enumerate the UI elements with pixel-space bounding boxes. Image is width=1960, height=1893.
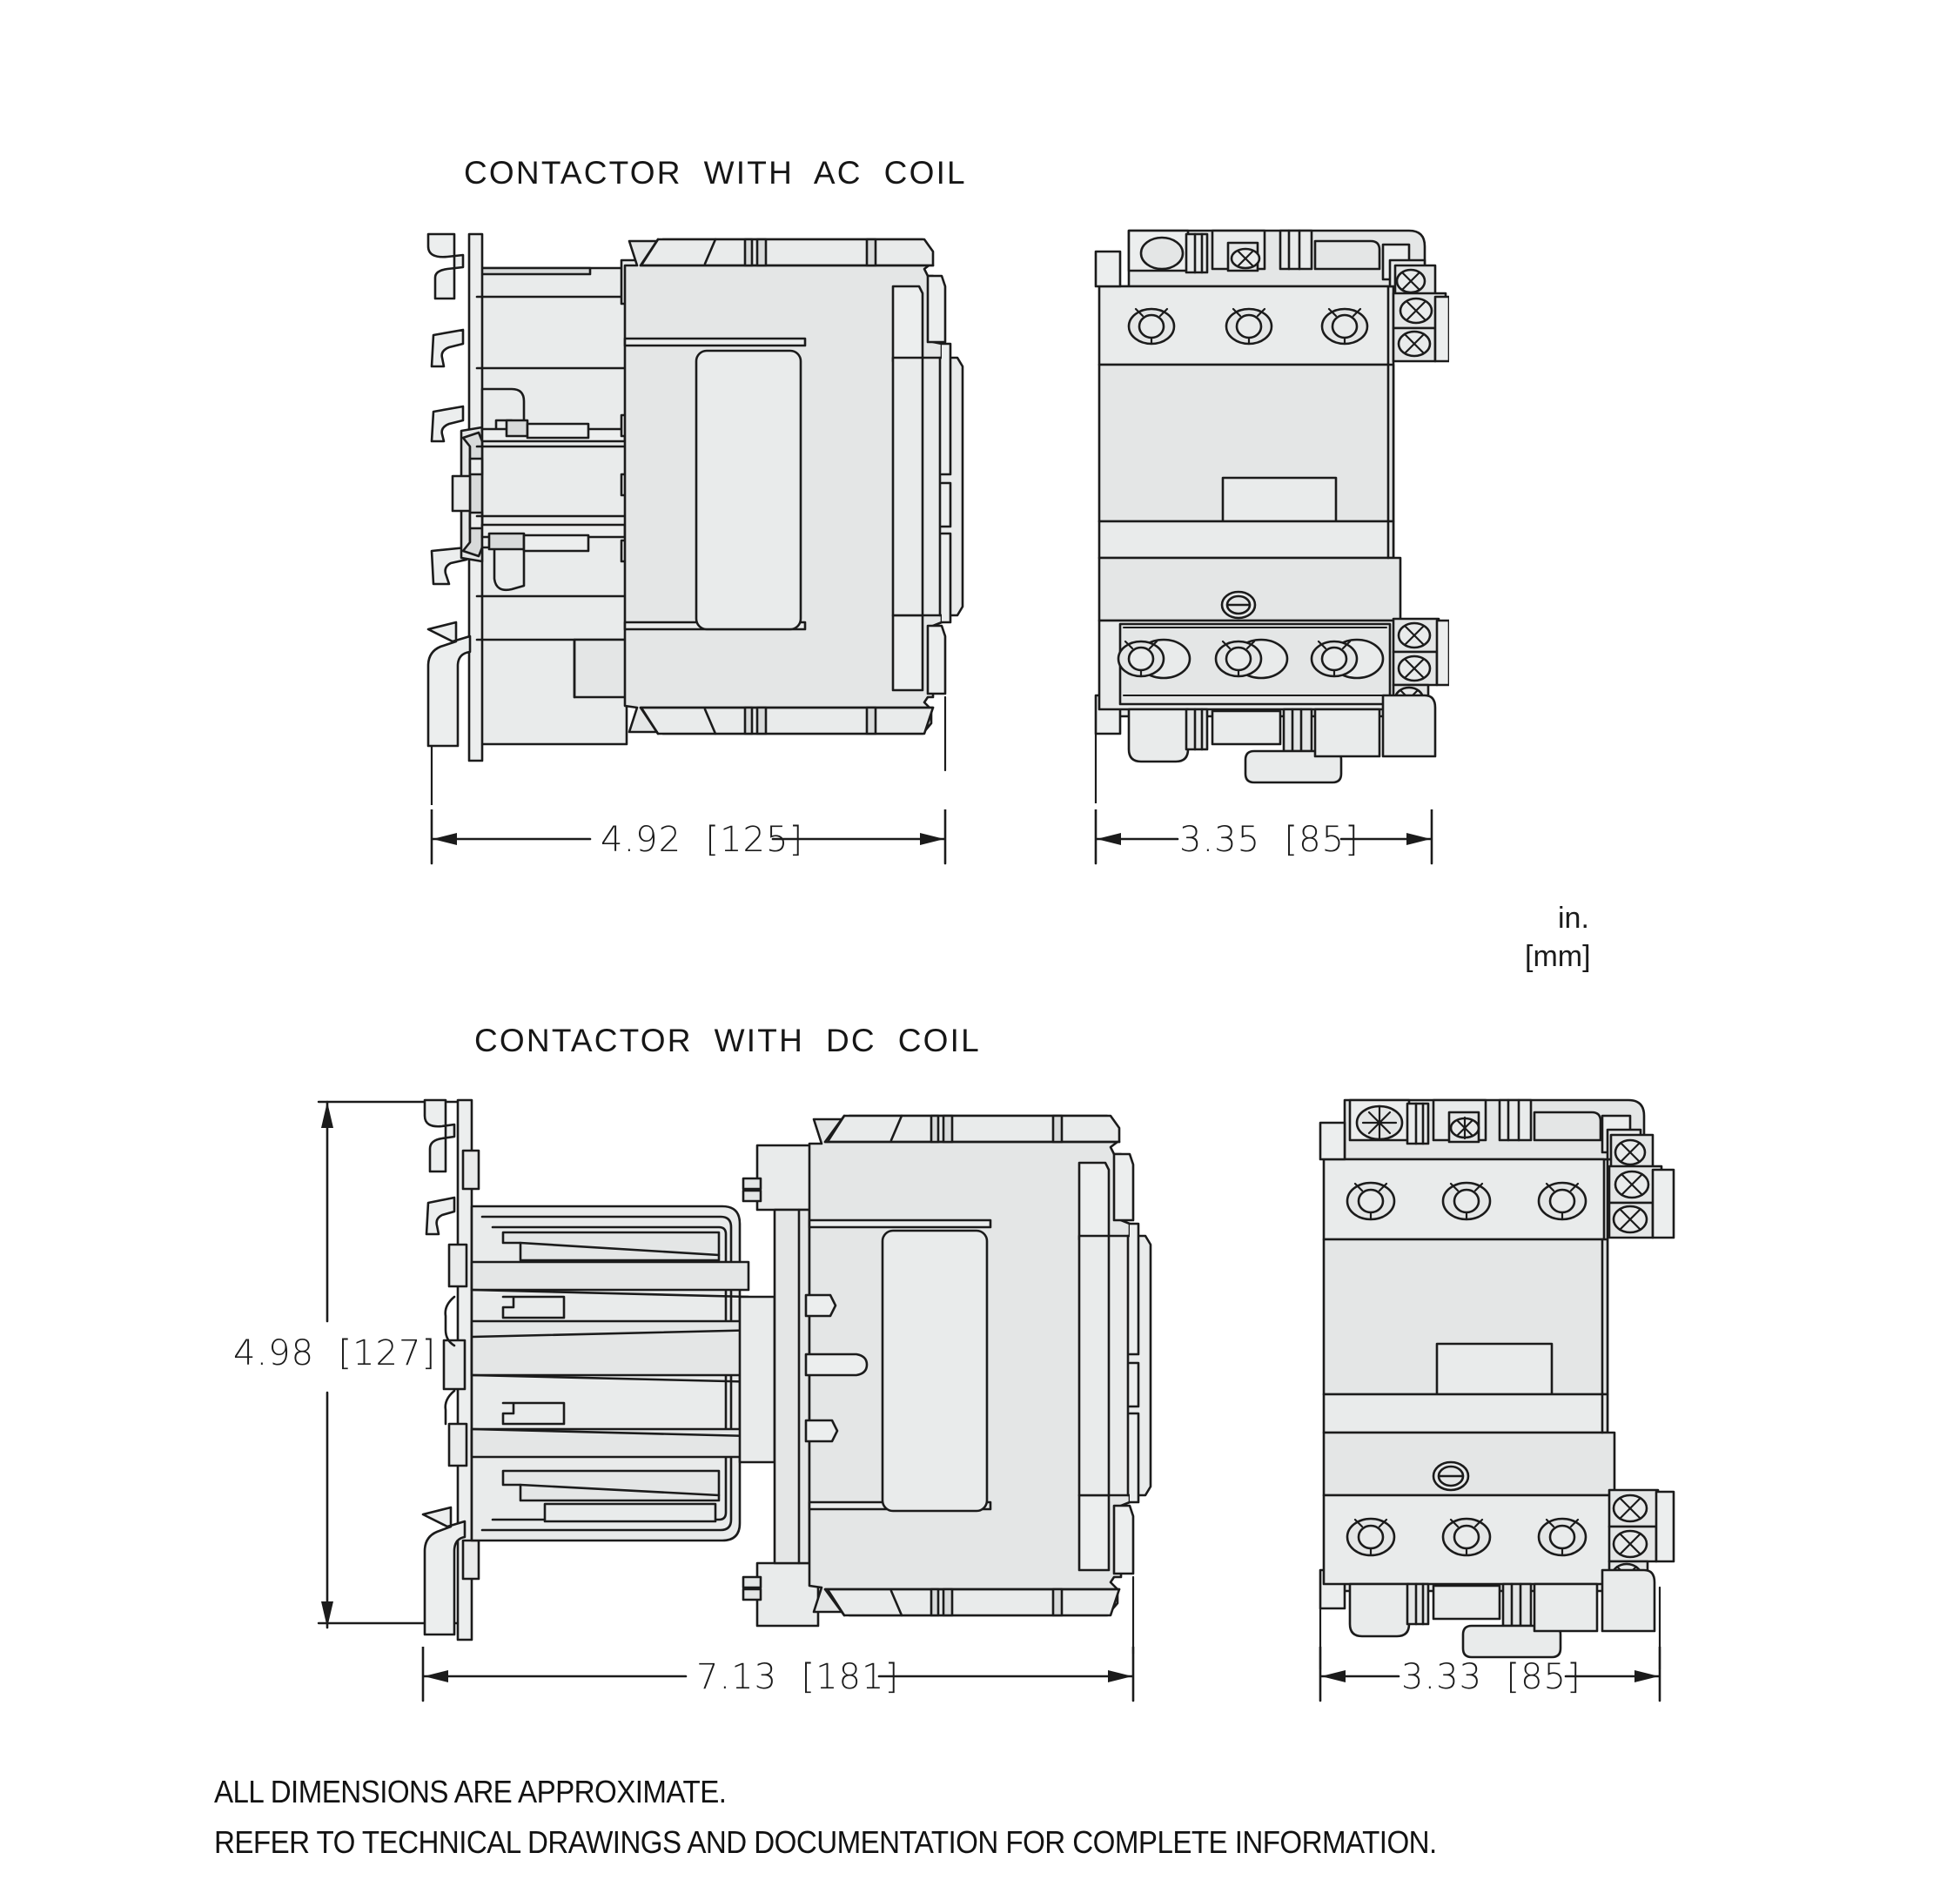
- ac-coil-front-view: [1094, 229, 1449, 803]
- dc-coil-side-view: [421, 1098, 1152, 1655]
- dc-coil-view-title: CONTACTOR WITH DC COIL: [474, 1023, 981, 1058]
- dc-depth-dimension: [421, 1647, 1135, 1702]
- note-line-2: REFER TO TECHNICAL DRAWINGS AND DOCUMENT…: [214, 1824, 1437, 1860]
- ac-depth-dimension: [430, 809, 947, 865]
- dc-coil-front-view: [1319, 1098, 1675, 1669]
- dc-width-dimension-label: 3.33 [85]: [1401, 1657, 1581, 1697]
- ac-coil-side-view: [426, 232, 964, 805]
- dc-height-dimension: [321, 1100, 333, 1629]
- note-line-1: ALL DIMENSIONS ARE APPROXIMATE.: [214, 1774, 727, 1809]
- ac-width-dimension-label: 3.35 [85]: [1179, 820, 1359, 860]
- dc-width-dimension: [1319, 1647, 1661, 1702]
- units-secondary-label: [mm]: [1525, 940, 1591, 973]
- ac-width-dimension: [1094, 809, 1433, 865]
- dc-depth-dimension-label: 7.13 [181]: [696, 1657, 900, 1697]
- ac-depth-dimension-label: 4.92 [125]: [601, 820, 804, 860]
- units-primary-label: in.: [1558, 902, 1589, 935]
- ac-coil-view-title: CONTACTOR WITH AC COIL: [464, 155, 967, 191]
- dc-height-dimension-label: 4.98 [127]: [233, 1333, 437, 1373]
